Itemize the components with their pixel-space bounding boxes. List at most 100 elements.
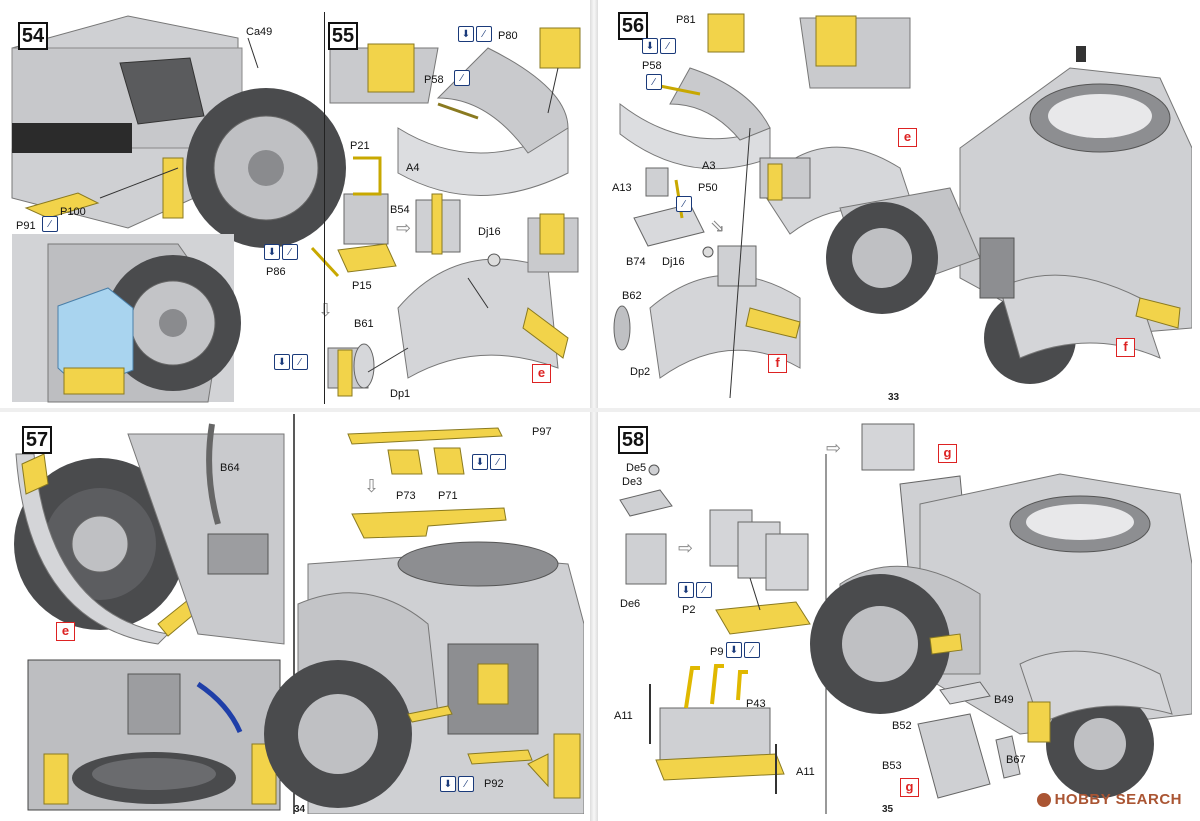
step-55-p86-icons: ⬇ ∕ (264, 244, 298, 260)
step-58-p9-icons: ⬇ ∕ (726, 642, 760, 658)
paint-brush-icon: ∕ (292, 354, 308, 370)
page-step-56: ⇘ 56 P81 ⬇ ∕ P58 ∕ A3 A13 P50 ∕ (600, 8, 1192, 406)
paint-brush-icon: ∕ (454, 70, 470, 86)
decal-tag-g-top: g (938, 444, 957, 463)
part-label-b62: B62 (622, 290, 642, 302)
step-57-icons-top: ⬇ ∕ (472, 454, 506, 470)
part-label-a11-right: A11 (796, 766, 815, 778)
part-label-dj16-s56: Dj16 (662, 256, 685, 268)
decal-tag-e-s57: e (56, 622, 75, 641)
svg-text:⇨: ⇨ (396, 218, 411, 239)
paint-brush-icon: ∕ (676, 196, 692, 212)
part-label-a13: A13 (612, 182, 632, 194)
part-label-b67: B67 (1006, 754, 1026, 766)
decal-tag-f-left: f (768, 354, 787, 373)
part-label-p81: P81 (676, 14, 696, 26)
part-label-p73: P73 (396, 490, 416, 502)
step-58-p2-icons: ⬇ ∕ (678, 582, 712, 598)
part-label-dp1: Dp1 (390, 388, 411, 400)
part-label-p91: P91 (16, 220, 36, 232)
svg-text:⇩: ⇩ (364, 476, 379, 497)
step-54-number: 54 (18, 22, 48, 50)
glue-icon: ⬇ (678, 582, 694, 598)
glue-icon: ⬇ (274, 354, 290, 370)
watermark: HOBBY SEARCH (1036, 791, 1182, 808)
paint-brush-icon: ∕ (282, 244, 298, 260)
glue-icon: ⬇ (726, 642, 742, 658)
step-56-number: 56 (618, 12, 648, 40)
decal-tag-e: e (532, 364, 551, 383)
decal-tag-f-right: f (1116, 338, 1135, 357)
part-label-p97: P97 (532, 426, 552, 438)
watermark-text: HOBBY SEARCH (1054, 791, 1182, 808)
glue-icon: ⬇ (642, 38, 658, 54)
part-label-ca49: Ca49 (246, 26, 273, 38)
paint-brush-icon: ∕ (744, 642, 760, 658)
part-label-dp2: Dp2 (630, 366, 651, 378)
glue-icon: ⬇ (472, 454, 488, 470)
part-label-p2: P2 (682, 604, 696, 616)
part-label-b53: B53 (882, 760, 902, 772)
part-label-p80: P80 (498, 30, 518, 42)
glue-icon: ⬇ (458, 26, 474, 42)
step-57-icons-bottom: ⬇ ∕ (440, 776, 474, 792)
step-58-number: 58 (618, 426, 648, 454)
part-label-a11-left: A11 (614, 710, 633, 722)
paint-brush-icon: ∕ (696, 582, 712, 598)
svg-text:⇘: ⇘ (710, 216, 725, 237)
paint-brush-icon: ∕ (476, 26, 492, 42)
part-label-b74: B74 (626, 256, 646, 268)
step-55-number: 55 (328, 22, 358, 50)
step-57-number: 57 (22, 426, 52, 454)
page-br-illustration: ⇨ ⇨ (619, 423, 1192, 814)
part-label-p86: P86 (266, 266, 286, 278)
part-label-b49: B49 (994, 694, 1014, 706)
page-bl-illustration: ⇩ (14, 414, 584, 814)
watermark-logo-icon (1036, 792, 1051, 807)
decal-tag-g-bottom: g (900, 778, 919, 797)
part-label-p71: P71 (438, 490, 458, 502)
paint-brush-icon: ∕ (660, 38, 676, 54)
part-label-p15: P15 (352, 280, 372, 292)
part-label-de6: De6 (620, 598, 641, 610)
svg-text:⇨: ⇨ (678, 538, 693, 559)
part-label-a3: A3 (702, 160, 716, 172)
step-55-p80-icons: ⬇ ∕ (458, 26, 492, 42)
part-label-de3: De3 (622, 476, 643, 488)
page-number-34: 34 (294, 804, 306, 814)
part-label-p50: P50 (698, 182, 718, 194)
glue-icon: ⬇ (440, 776, 456, 792)
spread-divider (0, 408, 1200, 412)
part-label-p92: P92 (484, 778, 504, 790)
step-54-icons: ∕ (42, 216, 58, 232)
svg-text:⇨: ⇨ (826, 438, 841, 459)
step-56-p50-icon: ∕ (676, 196, 692, 212)
page-steps-54-55: ⇨ ⇩ 54 55 Ca49 P100 P91 ∕ ⬇ ∕ P80 P58 ∕ … (8, 8, 584, 406)
part-label-b54: B54 (390, 204, 410, 216)
paint-brush-icon: ∕ (490, 454, 506, 470)
part-label-p100: P100 (60, 206, 86, 218)
step-55-frame (324, 12, 582, 404)
page-step-57: ⇩ 57 B64 e P97 P73 P71 ⬇ ∕ ⬇ ∕ P92 34 (8, 414, 584, 814)
step-55-b61-icons: ⬇ ∕ (274, 354, 308, 370)
part-label-p9: P9 (710, 646, 724, 658)
step-56-p58-brush: ∕ (646, 74, 662, 90)
part-label-p21: P21 (350, 140, 370, 152)
page-step-58: ⇨ ⇨ 58 De5 De3 (600, 414, 1192, 814)
page-tl-illustration: ⇨ ⇩ (11, 15, 581, 403)
part-label-p58-s56: P58 (642, 60, 662, 72)
part-label-a4: A4 (406, 162, 420, 174)
part-label-de5: De5 (626, 462, 647, 474)
decal-tag-e-s56: e (898, 128, 917, 147)
glue-icon: ⬇ (264, 244, 280, 260)
step-55-p58-icon: ∕ (454, 70, 470, 86)
part-label-p43: P43 (746, 698, 766, 710)
page-tr-illustration: ⇘ (613, 13, 1192, 399)
paint-brush-icon: ∕ (42, 216, 58, 232)
page-number-35: 35 (882, 804, 894, 814)
paint-brush-icon: ∕ (458, 776, 474, 792)
part-label-b61: B61 (354, 318, 374, 330)
part-label-b64: B64 (220, 462, 240, 474)
paint-brush-icon: ∕ (646, 74, 662, 90)
svg-text:⇩: ⇩ (318, 300, 333, 321)
